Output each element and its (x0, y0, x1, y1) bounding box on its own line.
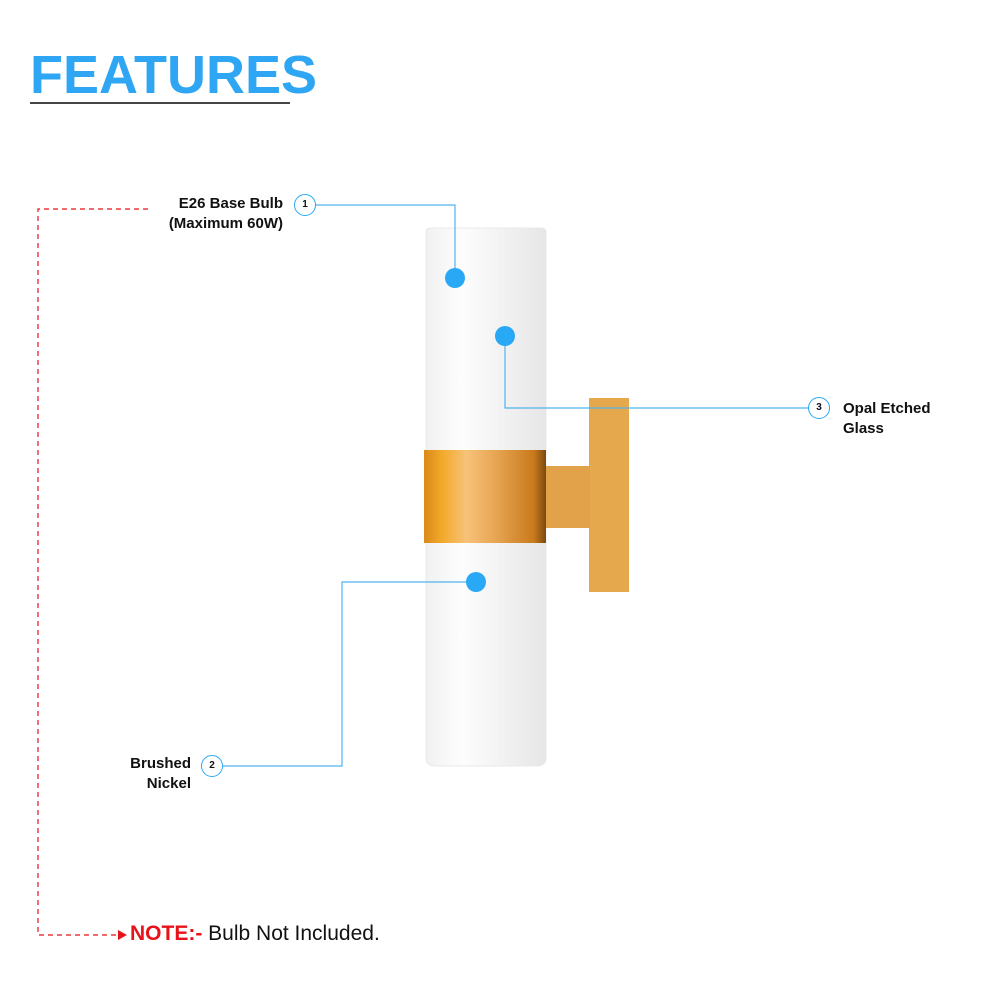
gold-band (424, 450, 546, 543)
note-text: Bulb Not Included. (202, 922, 380, 945)
page-title: FEATURES (30, 45, 318, 105)
hotspot-dots (445, 268, 515, 592)
callout-3-badge: 3 (808, 397, 830, 419)
callout-2-line2: Nickel (146, 775, 191, 792)
callout-2-line1: Brushed (130, 755, 191, 772)
callout-1-badge: 1 (294, 194, 316, 216)
title-underline (30, 102, 290, 104)
callout-2-label: Brushed Nickel (90, 754, 191, 794)
callout-2-badge: 2 (201, 755, 223, 777)
callout-1-label: E26 Base Bulb (Maximum 60W) (140, 194, 283, 234)
arrow-icon (118, 930, 127, 940)
leader-lines (223, 204, 808, 767)
callout-1-line2: (Maximum 60W) (168, 215, 283, 232)
note-dashed-line (37, 208, 148, 936)
wall-plate (589, 398, 629, 592)
note-label: NOTE:- (130, 922, 203, 945)
arm (544, 466, 590, 528)
callout-3-line1: Opal Etched (843, 400, 931, 417)
note: NOTE:- Bulb Not Included. (130, 922, 380, 946)
callout-3-label: Opal Etched Glass (843, 399, 931, 439)
callout-1-line1: E26 Base Bulb (178, 195, 283, 212)
callout-3-line2: Glass (843, 420, 884, 437)
